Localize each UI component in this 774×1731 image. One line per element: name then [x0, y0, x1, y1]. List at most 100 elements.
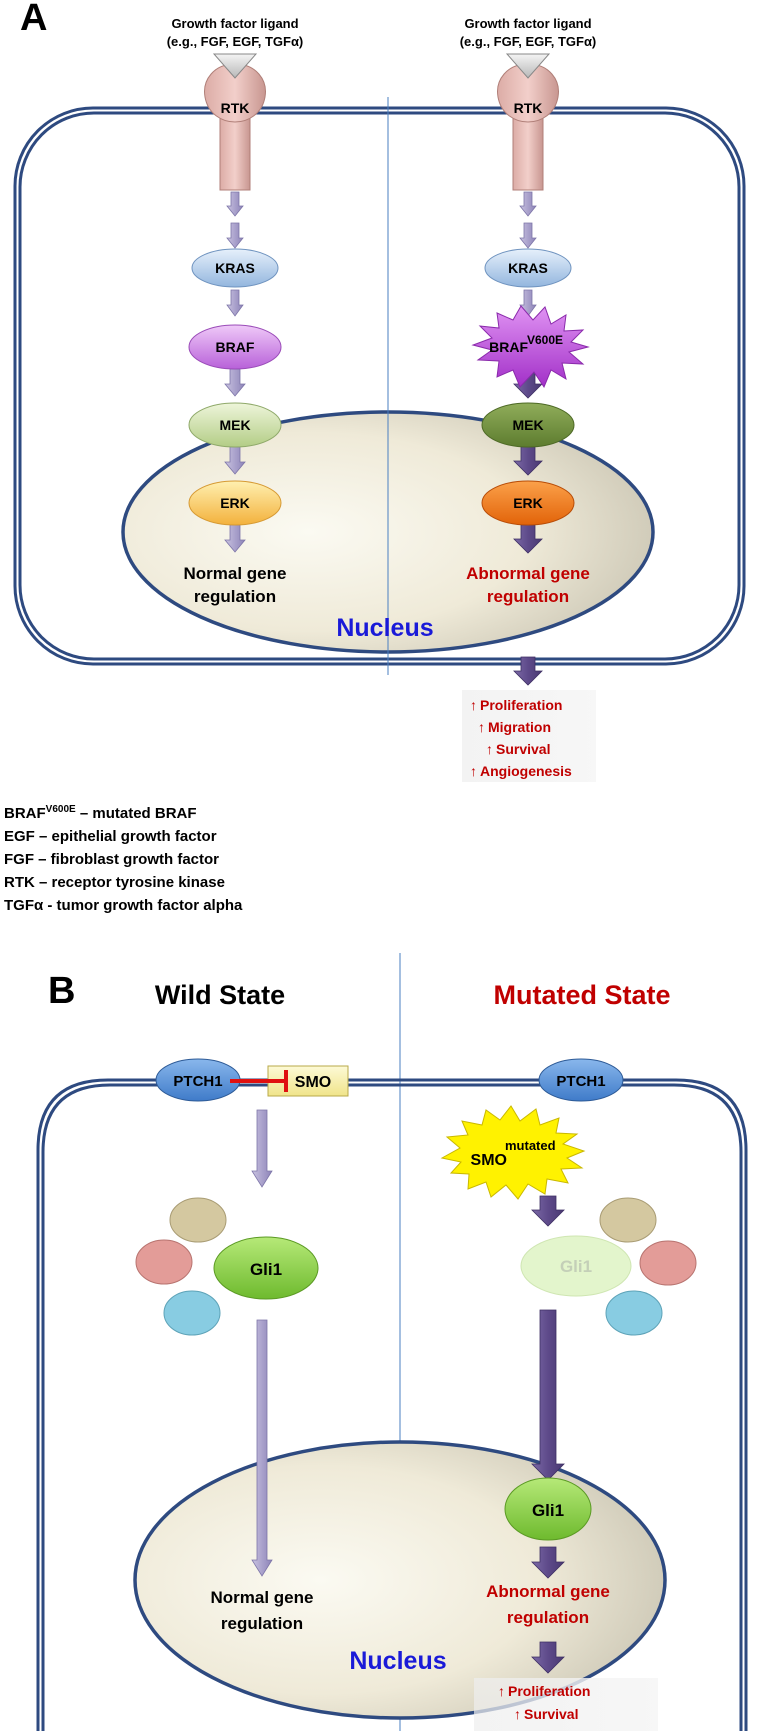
up-arrow-icon: ↑ [470, 697, 477, 713]
cofactor-pink-left [135, 1239, 193, 1285]
up-arrow-icon: ↑ [478, 719, 485, 735]
braf-mutant-label: BRAF [489, 339, 528, 355]
arrow-b-right-4 [531, 1641, 565, 1674]
normal-outcome-line2-b: regulation [221, 1614, 303, 1633]
rtk-label-right: RTK [514, 100, 543, 116]
svg-text:Survival: Survival [496, 741, 550, 757]
braf-mutant-superscript: V600E [527, 333, 563, 347]
effect-item-survival-a: ↑ Survival [486, 741, 550, 757]
mek-node-left [188, 402, 282, 448]
abnormal-outcome-line2-a: regulation [487, 587, 569, 606]
braf-mutant-node [471, 305, 590, 389]
gli1-faded-label: Gli1 [560, 1257, 592, 1276]
wild-state-title: Wild State [155, 980, 285, 1010]
legend-item: TGFα - tumor growth factor alpha [4, 897, 243, 914]
smo-mutated-label: SMO [471, 1152, 507, 1169]
kras-node-left [191, 248, 279, 288]
arrow-a-right-5 [513, 446, 543, 476]
kras-node-right [484, 248, 572, 288]
arrow-a-left-3 [226, 289, 244, 317]
rtk-head-right [497, 63, 559, 123]
gli1-nuclear-node [504, 1477, 592, 1541]
arrow-b-right-2 [531, 1309, 565, 1481]
arrow-a-left-4 [224, 368, 246, 397]
mek-label-right: MEK [512, 417, 543, 433]
cofactor-tan-right [599, 1197, 657, 1243]
svg-text:Migration: Migration [488, 719, 551, 735]
normal-outcome-line2-a: regulation [194, 587, 276, 606]
gli1-faded-node [520, 1235, 632, 1297]
normal-outcome-line1-a: Normal gene [184, 564, 287, 583]
rtk-label-left: RTK [221, 100, 250, 116]
abbreviation-legend: BRAFV600E – mutated BRAF EGF – epithelia… [4, 804, 243, 914]
arrow-a-left-5 [224, 446, 246, 475]
braf-label-left: BRAF [216, 339, 255, 355]
kras-label-left: KRAS [215, 260, 255, 276]
arrow-a-right-2 [519, 222, 537, 249]
cofactor-blue-right [605, 1290, 663, 1336]
ptch1-node-right [538, 1058, 624, 1102]
nucleus-label-b: Nucleus [349, 1647, 446, 1675]
abnormal-outcome-line1-a: Abnormal gene [466, 564, 590, 583]
legend-item: RTK – receptor tyrosine kinase [4, 874, 225, 891]
up-arrow-icon: ↑ [486, 741, 493, 757]
effects-box-b [474, 1678, 658, 1731]
cell-membrane-outer-b [36, 1078, 748, 1731]
mutated-state-title: Mutated State [493, 980, 670, 1010]
effects-box-a [462, 690, 596, 782]
svg-text:Survival: Survival [524, 1706, 578, 1722]
effect-item-survival-b: ↑ Survival [514, 1706, 578, 1722]
ptch1-label-right: PTCH1 [556, 1073, 605, 1090]
svg-text:Proliferation: Proliferation [508, 1683, 590, 1699]
svg-text:Angiogenesis: Angiogenesis [480, 763, 572, 779]
effect-item-proliferation-a: ↑ Proliferation [470, 697, 562, 713]
arrow-b-right-3 [531, 1546, 565, 1579]
arrow-a-left-1 [226, 191, 244, 217]
nucleus-label-a: Nucleus [336, 614, 433, 642]
ligand-label-left: Growth factor ligand [171, 16, 298, 31]
arrow-a-left-2 [226, 222, 244, 249]
arrow-b-left-1 [251, 1109, 273, 1188]
panel-a-label: A [20, 0, 47, 39]
braf-node-left [188, 324, 282, 370]
cell-membrane-inner-b [41, 1083, 743, 1731]
cell-membrane-inner-a [18, 111, 741, 661]
gli1-label-left: Gli1 [250, 1260, 282, 1279]
rtk-head-left [204, 63, 266, 123]
arrow-b-right-1 [531, 1195, 565, 1227]
nucleus-b [133, 1440, 667, 1720]
arrow-b-left-2 [251, 1319, 273, 1577]
smo-mutated-superscript: mutated [505, 1138, 556, 1153]
kras-label-right: KRAS [508, 260, 548, 276]
smo-label-left: SMO [295, 1074, 331, 1091]
svg-text:Proliferation: Proliferation [480, 697, 562, 713]
legend-item: FGF – fibroblast growth factor [4, 851, 219, 868]
arrow-a-right-1 [519, 191, 537, 217]
erk-node-left [188, 480, 282, 526]
erk-label-left: ERK [220, 495, 250, 511]
up-arrow-icon: ↑ [470, 763, 477, 779]
mek-label-left: MEK [219, 417, 250, 433]
cell-membrane-outer-a [13, 106, 746, 666]
arrow-a-left-6 [224, 524, 246, 553]
effect-item-proliferation-b: ↑ Proliferation [498, 1683, 590, 1699]
abnormal-outcome-line2-b: regulation [507, 1608, 589, 1627]
gli1-nuclear-label: Gli1 [532, 1501, 564, 1520]
up-arrow-icon: ↑ [514, 1706, 521, 1722]
normal-outcome-line1-b: Normal gene [211, 1588, 314, 1607]
cofactor-tan-left [169, 1197, 227, 1243]
arrow-a-right-7 [513, 656, 543, 686]
smo-mutated-node [440, 1105, 586, 1200]
effect-item-angiogenesis-a: ↑ Angiogenesis [470, 763, 572, 779]
erk-node-right [481, 480, 575, 526]
ligand-examples-left: (e.g., FGF, EGF, TGFα) [167, 34, 304, 49]
mek-node-right [481, 402, 575, 448]
ligand-examples-right: (e.g., FGF, EGF, TGFα) [460, 34, 597, 49]
cofactor-pink-right [639, 1240, 697, 1286]
effect-item-migration-a: ↑ Migration [478, 719, 551, 735]
panel-b-label: B [48, 970, 75, 1012]
up-arrow-icon: ↑ [498, 1683, 505, 1699]
ptch1-label-left: PTCH1 [173, 1073, 222, 1090]
ligand-label-right: Growth factor ligand [464, 16, 591, 31]
